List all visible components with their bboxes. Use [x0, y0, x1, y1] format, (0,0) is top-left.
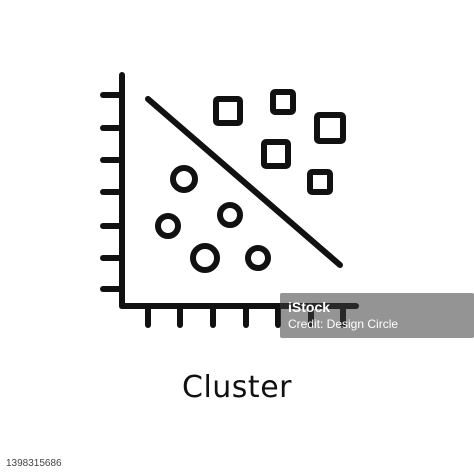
watermark-credit: Credit: Design Circle [288, 317, 399, 331]
image-id: 1398315686 [6, 458, 62, 469]
watermark-banner: iStock Credit: Design Circle [280, 293, 474, 338]
watermark-logo: iStock [288, 299, 331, 315]
divider-line [145, 96, 343, 268]
square-marker [314, 112, 346, 144]
circle-marker [170, 165, 198, 193]
square-marker [307, 169, 333, 195]
square-marker [213, 96, 243, 126]
caption-title: Cluster [182, 370, 292, 405]
square-marker [261, 139, 291, 169]
circle-marker [245, 245, 271, 271]
circle-marker [217, 202, 243, 228]
footer-strip [0, 454, 474, 474]
square-marker [270, 89, 296, 115]
circle-marker [190, 243, 220, 273]
circle-marker [155, 213, 181, 239]
